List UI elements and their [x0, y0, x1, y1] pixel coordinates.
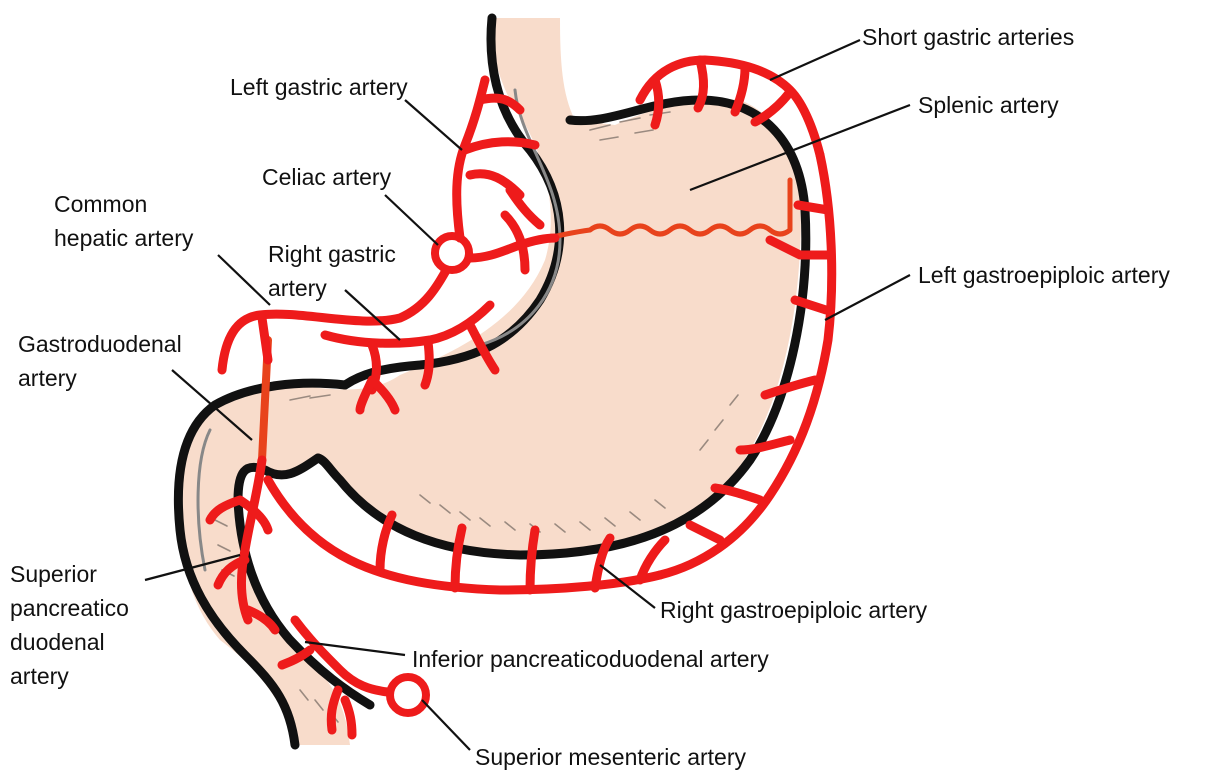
label-line: artery	[268, 271, 396, 305]
stomach-body	[179, 18, 801, 745]
label-text: Superior mesenteric artery	[475, 740, 746, 774]
label-celiac-artery: Celiac artery	[262, 160, 391, 194]
celiac-trunk	[470, 238, 555, 258]
label-text: Splenic artery	[918, 88, 1059, 122]
label-left-gastroepiploic-artery: Left gastroepiploic artery	[918, 258, 1170, 292]
label-line: Superior	[10, 557, 129, 591]
label-line: Gastroduodenal	[18, 327, 182, 361]
label-line: artery	[10, 659, 129, 693]
label-gastroduodenal-artery: Gastroduodenal artery	[18, 327, 182, 395]
esophagus	[179, 18, 801, 745]
superior-mesenteric-artery-ring	[390, 677, 426, 713]
celiac-artery-ring	[435, 236, 469, 270]
leader-left-gastroepiploic	[825, 275, 910, 320]
leader-common-hepatic	[218, 255, 270, 305]
label-short-gastric-arteries: Short gastric arteries	[862, 20, 1074, 54]
label-line: artery	[18, 361, 182, 395]
label-common-hepatic-artery: Common hepatic artery	[54, 187, 193, 255]
leader-left-gastric	[405, 100, 462, 150]
label-inferior-pancreaticoduodenal-artery: Inferior pancreaticoduodenal artery	[412, 642, 769, 676]
label-text: Short gastric arteries	[862, 20, 1074, 54]
leader-short-gastric	[770, 40, 860, 80]
label-right-gastroepiploic-artery: Right gastroepiploic artery	[660, 593, 927, 627]
label-text: Left gastroepiploic artery	[918, 258, 1170, 292]
label-superior-pancreaticoduodenal-artery: Superior pancreatico duodenal artery	[10, 557, 129, 693]
label-line: Common	[54, 187, 193, 221]
label-text: Left gastric artery	[230, 70, 408, 104]
label-line: hepatic artery	[54, 221, 193, 255]
label-line: pancreatico	[10, 591, 129, 625]
leader-superior-mesenteric	[422, 700, 470, 750]
label-splenic-artery: Splenic artery	[918, 88, 1059, 122]
label-line: Right gastric	[268, 237, 396, 271]
label-text: Celiac artery	[262, 160, 391, 194]
label-text: Right gastroepiploic artery	[660, 593, 927, 627]
label-left-gastric-artery: Left gastric artery	[230, 70, 408, 104]
label-right-gastric-artery: Right gastric artery	[268, 237, 396, 305]
label-line: duodenal	[10, 625, 129, 659]
label-superior-mesenteric-artery: Superior mesenteric artery	[475, 740, 746, 774]
label-text: Inferior pancreaticoduodenal artery	[412, 642, 769, 676]
